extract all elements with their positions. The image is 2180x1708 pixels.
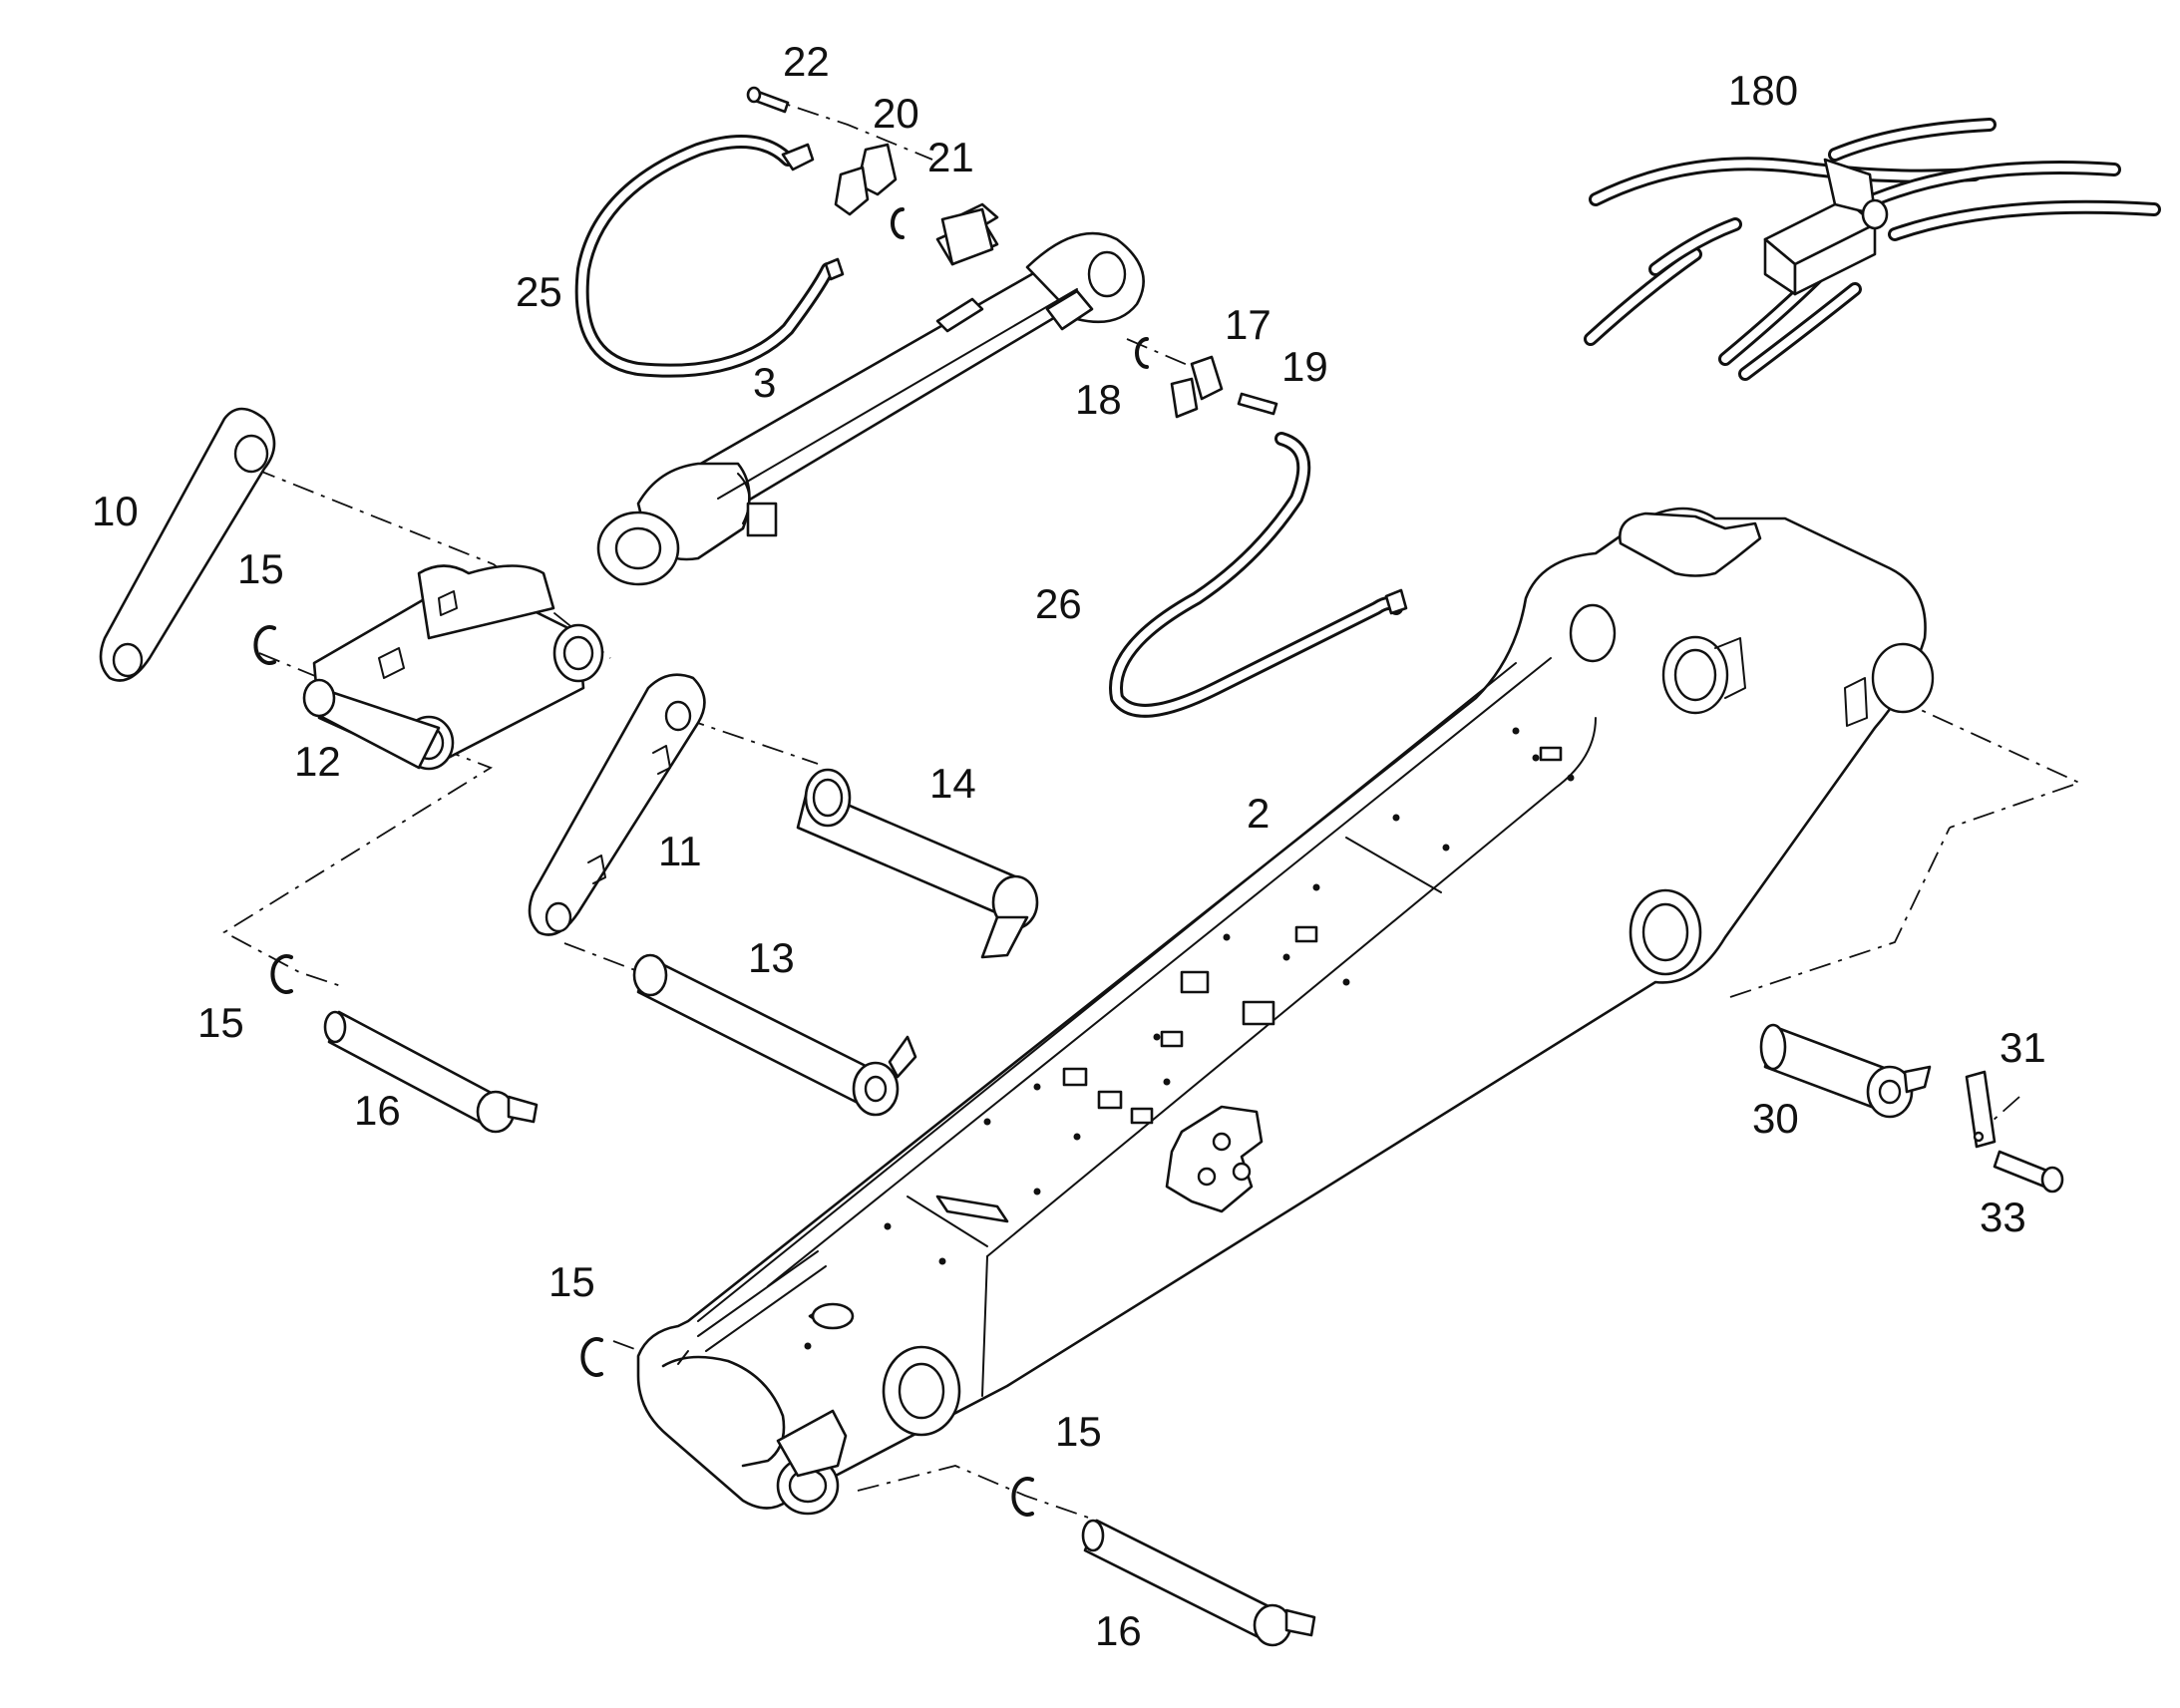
callout-16-a: 16 (354, 1087, 401, 1134)
flange-parts (746, 86, 1278, 419)
bracket-12 (302, 564, 604, 771)
callout-17: 17 (1225, 301, 1272, 348)
valve-block-180 (1584, 118, 2161, 381)
callout-30: 30 (1752, 1095, 1799, 1142)
hose-25 (574, 135, 845, 378)
link-10 (99, 407, 276, 682)
callout-18: 18 (1075, 376, 1122, 423)
pin-16-left (323, 1010, 539, 1134)
callout-11: 11 (658, 828, 702, 874)
callout-14: 14 (929, 760, 976, 807)
callout-31: 31 (1999, 1024, 2046, 1071)
hydraulic-cylinder (596, 202, 1145, 586)
callout-16-b: 16 (1095, 1607, 1142, 1654)
link-11 (528, 673, 706, 936)
callout-21: 21 (927, 134, 974, 180)
callout-10: 10 (92, 488, 139, 534)
callout-15-d: 15 (1055, 1408, 1102, 1455)
callout-3: 3 (753, 359, 776, 406)
callout-12: 12 (294, 738, 341, 785)
boom-arm (636, 507, 1935, 1516)
pin-13 (632, 953, 917, 1117)
callout-33: 33 (1980, 1194, 2026, 1240)
callout-15-a: 15 (237, 545, 284, 592)
callout-26: 26 (1035, 580, 1082, 627)
callout-2: 2 (1247, 790, 1270, 837)
callout-15-c: 15 (548, 1258, 595, 1305)
callout-22: 22 (783, 38, 830, 85)
snap-rings-15 (253, 625, 1034, 1517)
callout-180: 180 (1728, 67, 1798, 114)
boom-bolt-holes (804, 727, 1575, 1350)
callout-20: 20 (873, 90, 919, 137)
callouts: 2 3 10 11 12 13 14 15 15 15 15 16 16 17 … (92, 38, 2046, 1654)
callout-13: 13 (748, 934, 795, 981)
pin-30-plate-31-bolt-33 (1759, 1023, 2064, 1194)
callout-25: 25 (516, 268, 562, 315)
callout-15-b: 15 (197, 999, 244, 1046)
callout-19: 19 (1281, 343, 1328, 390)
pin-16-bottom (1081, 1519, 1316, 1647)
hose-26 (1109, 432, 1408, 718)
pin-14 (796, 768, 1039, 959)
